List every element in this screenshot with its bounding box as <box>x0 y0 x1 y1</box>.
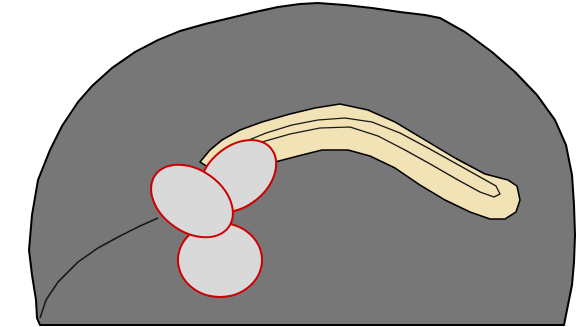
gray-blob <box>29 3 575 325</box>
